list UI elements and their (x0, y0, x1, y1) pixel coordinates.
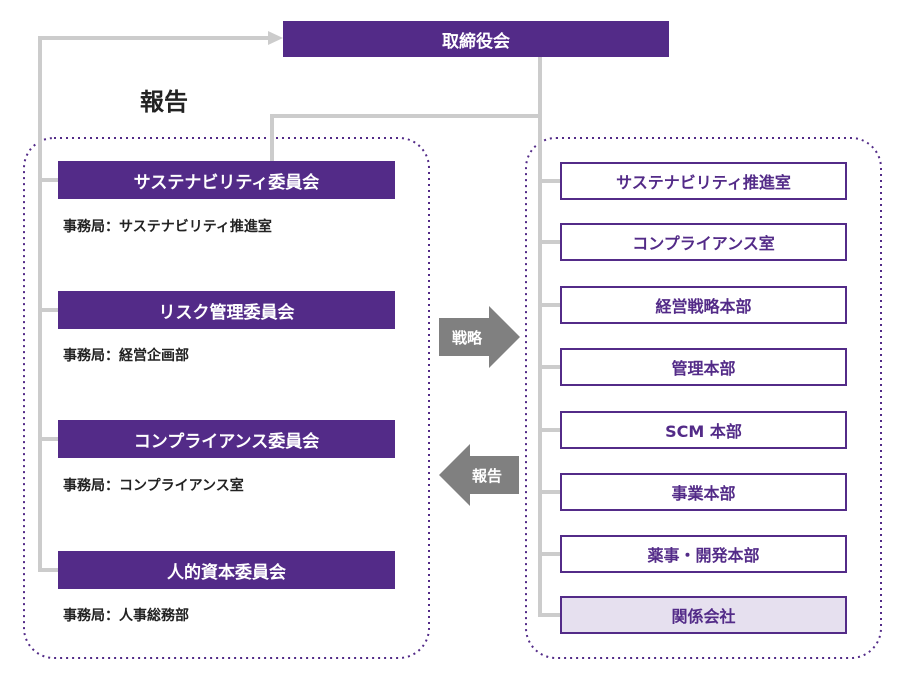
strategy-arrow-label: 戦略 (451, 329, 482, 347)
secretariat-sustainability: 事務局：サステナビリティ推進室 (63, 219, 272, 235)
dept-scm: SCM 本部 (560, 411, 847, 449)
dept-regulatory-development: 薬事・開発本部 (560, 535, 847, 573)
dept-sustainability-office: サステナビリティ推進室 (560, 162, 847, 200)
report-arrow-label: 報告 (471, 467, 502, 485)
dept-compliance-office: コンプライアンス室 (560, 223, 847, 261)
board-to-sustainability-line (270, 114, 540, 161)
committee-compliance: コンプライアンス委員会 (58, 420, 395, 458)
report-arrow (439, 444, 519, 506)
dept-affiliates: 関係会社 (560, 596, 847, 634)
report-line-arrowhead (268, 31, 283, 45)
report-label: 報告 (140, 88, 188, 116)
dept-administration: 管理本部 (560, 348, 847, 386)
board-of-directors: 取締役会 (283, 21, 669, 57)
dept-corporate-strategy: 経営戦略本部 (560, 286, 847, 324)
report-line (38, 36, 270, 572)
strategy-arrow (439, 306, 520, 368)
secretariat-compliance: 事務局：コンプライアンス室 (63, 478, 244, 494)
committee-risk-management: リスク管理委員会 (58, 291, 395, 329)
department-group-border (525, 137, 882, 659)
secretariat-risk-management: 事務局：経営企画部 (63, 348, 189, 364)
committee-sustainability: サステナビリティ委員会 (58, 161, 395, 199)
secretariat-human-capital: 事務局：人事総務部 (63, 608, 189, 624)
dept-business: 事業本部 (560, 473, 847, 511)
committee-human-capital: 人的資本委員会 (58, 551, 395, 589)
